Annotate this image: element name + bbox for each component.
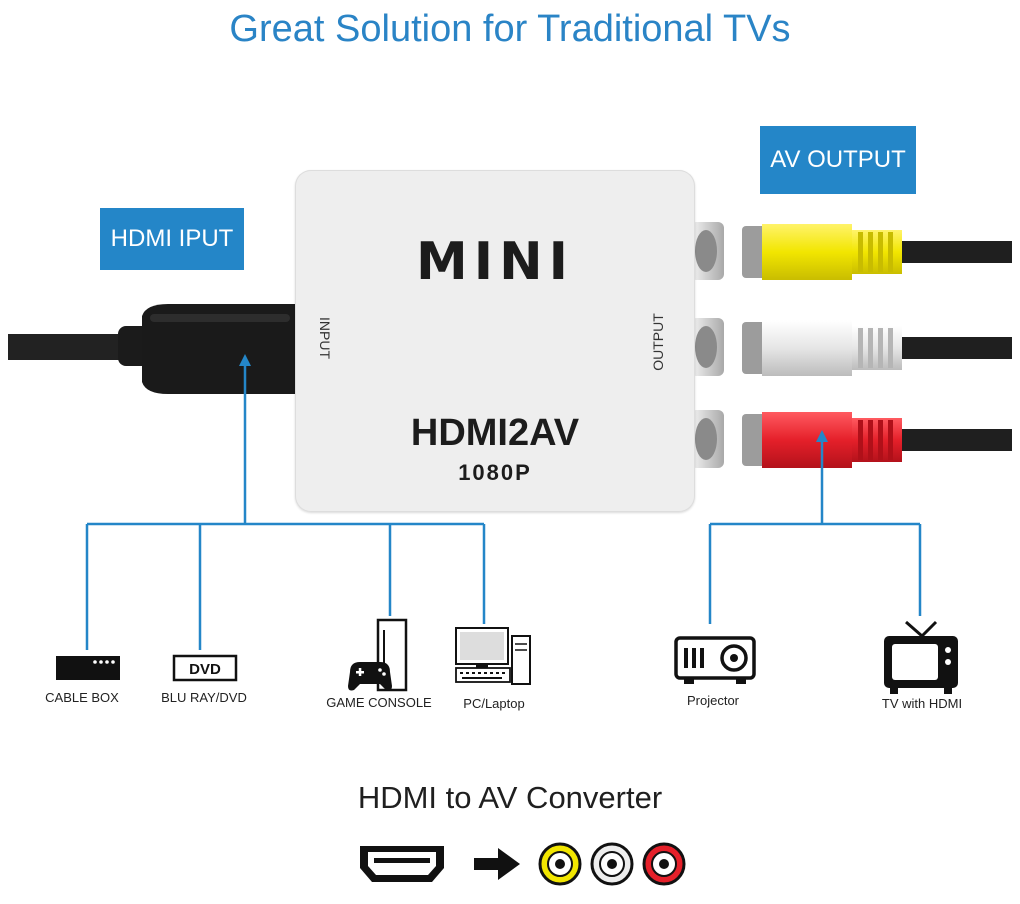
page-title: Great Solution for Traditional TVs <box>229 8 791 50</box>
cable-box-icon <box>56 656 120 680</box>
rca-yellow-port-icon <box>538 842 582 886</box>
input-port-label: INPUT <box>317 317 333 359</box>
hdmi-input-tag: HDMI IPUT <box>100 208 244 270</box>
game-console-label: GAME CONSOLE <box>326 695 432 710</box>
rca-white-port-icon <box>590 842 634 886</box>
bluray-dvd-label: BLU RAY/DVD <box>161 690 247 705</box>
av-output-tag: AV OUTPUT <box>760 126 916 194</box>
connector-lines <box>85 354 922 650</box>
device-brand: MINI <box>416 232 574 292</box>
dvd-badge: DVD <box>189 660 221 678</box>
dvd-player-icon <box>172 654 238 682</box>
device-model: HDMI2AV <box>410 412 580 454</box>
output-port-label: OUTPUT <box>650 313 666 371</box>
hdmi-port-icon <box>360 846 444 882</box>
projector-icon <box>674 636 756 684</box>
tv-icon <box>884 620 958 694</box>
rca-red-port-icon <box>642 842 686 886</box>
rca-cables-icon <box>742 224 1012 468</box>
device-resolution: 1080P <box>458 460 532 485</box>
arrow-right-icon <box>474 848 520 880</box>
converter-box: MINI HDMI2AV 1080P <box>295 170 695 512</box>
tv-with-hdmi-label: TV with HDMI <box>881 696 963 711</box>
cable-box-label: CABLE BOX <box>45 690 119 705</box>
projector-label: Projector <box>686 693 740 708</box>
rca-jacks-icon <box>690 222 724 468</box>
converter-subtitle: HDMI to AV Converter <box>357 780 663 815</box>
hdmi-cable-icon <box>8 304 300 394</box>
game-console-icon <box>348 618 408 692</box>
pc-laptop-label: PC/Laptop <box>463 696 525 711</box>
desktop-pc-icon <box>455 627 531 685</box>
